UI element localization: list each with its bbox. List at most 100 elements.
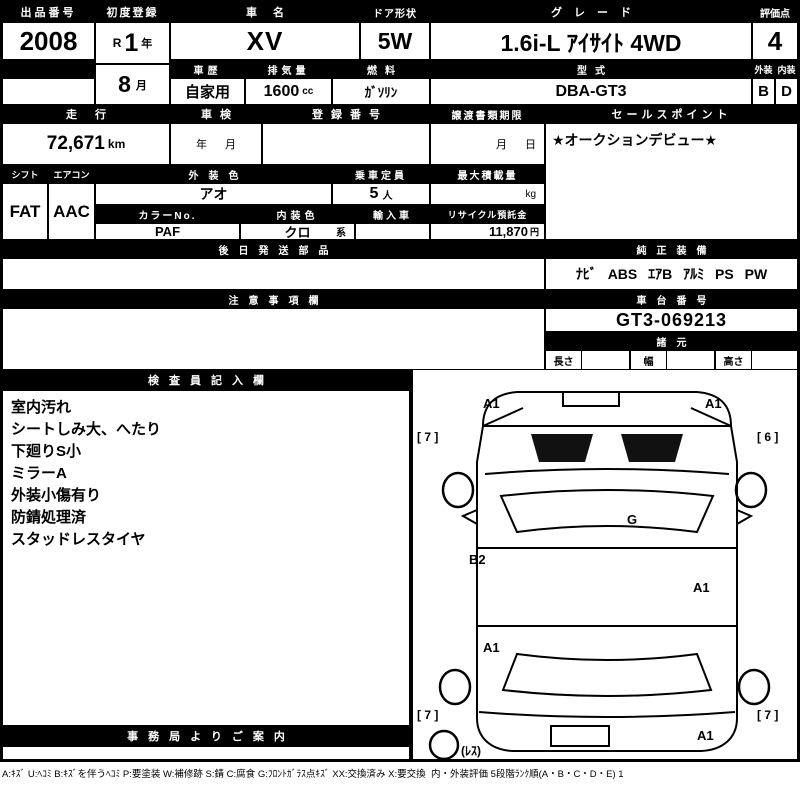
rear-right-wheel-icon <box>737 668 771 706</box>
spec-width: 幅 <box>630 350 715 370</box>
kei-suffix: 系 <box>336 228 346 239</box>
genuine-equipment-header: 純正装備 <box>545 240 798 258</box>
model-code-value: DBA-GT3 <box>430 78 752 105</box>
recycle-deposit-value: 11,870 円 <box>430 223 545 240</box>
exterior-color-header: 外装色 <box>95 165 332 183</box>
cc-unit: cc <box>302 86 314 97</box>
max-load-header: 最大積載量 <box>430 165 545 183</box>
history-header: 車歴 <box>170 60 245 78</box>
mileage-number: 72,671 <box>46 133 105 154</box>
spec-length: 長さ <box>545 350 630 370</box>
month-label: 月 <box>496 139 507 151</box>
car-body-outline <box>476 391 738 752</box>
door-shape-value: 5W <box>360 22 430 60</box>
interior-color-name: クロ <box>284 225 311 240</box>
first-registration-year: R 1 年 <box>95 22 170 64</box>
spec-width-label: 幅 <box>631 351 667 369</box>
import-car-value <box>355 223 430 240</box>
note-line: スタッドレスタイヤ <box>11 531 146 548</box>
shift-header: シフト <box>2 165 48 183</box>
km-unit: km <box>107 137 126 151</box>
max-load-value: kg <box>430 183 545 205</box>
capacity-value: 5 人 <box>332 183 430 205</box>
headlight-lines <box>482 407 732 427</box>
model-code-header: 型式 <box>430 60 752 78</box>
later-parts-header: 後日発送部品 <box>2 240 545 258</box>
hood-vent-right <box>621 434 683 462</box>
note-line: 下廻りS小 <box>11 443 82 460</box>
panel-mark: [ 7 ] <box>757 708 779 722</box>
person-unit: 人 <box>382 190 393 202</box>
mileage-header: 走行 <box>2 105 170 123</box>
front-left-wheel-icon <box>441 471 475 509</box>
caution-header: 注意事項欄 <box>2 290 545 308</box>
reg-month-value: 8 <box>118 71 131 97</box>
spec-height: 高さ <box>715 350 798 370</box>
panel-mark: [ 7 ] <box>417 708 439 722</box>
spec-length-label: 長さ <box>546 351 582 369</box>
car-name-header: 車名 <box>170 2 360 22</box>
grade-header: グレード <box>430 2 752 22</box>
note-line: 室内汚れ <box>11 399 72 416</box>
lot-number-value: 2008 <box>2 22 95 60</box>
later-parts-value <box>2 258 545 290</box>
grade-value: 1.6i-L ｱｲｻｲﾄ 4WD <box>430 22 752 60</box>
front-plate <box>562 391 620 407</box>
interior-grade-header: 内装 <box>775 60 798 78</box>
aircon-header: エアコン <box>48 165 95 183</box>
office-info-value <box>2 746 410 760</box>
door-lines <box>477 547 737 627</box>
sales-point-header: セールスポイント <box>545 105 798 123</box>
era-code: R <box>112 36 122 50</box>
interior-color-value: クロ 系 <box>240 223 355 240</box>
hood-vent-left <box>531 434 593 462</box>
sales-point-value: ★オークションデビュー★ <box>545 123 798 240</box>
car-name-value: XV <box>170 22 360 60</box>
note-line: シートしみ大、へたり <box>11 421 162 438</box>
lot-number-header: 出品番号 <box>2 2 95 22</box>
year-suffix: 年 <box>141 38 153 50</box>
yen-unit: 円 <box>529 227 539 237</box>
shift-value: FAT <box>2 183 48 240</box>
displacement-number: 1600 <box>263 82 300 100</box>
rear-window <box>501 652 713 697</box>
office-info-header: 事務局よりご案内 <box>2 726 410 746</box>
capacity-number: 5 <box>369 185 379 202</box>
rear-plate <box>550 725 610 747</box>
import-car-header: 輸入車 <box>355 205 430 223</box>
month-suffix: 月 <box>135 79 147 92</box>
glass-mark: G <box>627 512 638 527</box>
displacement-header: 排気量 <box>245 60 332 78</box>
first-registration-header: 初度登録 <box>95 2 170 22</box>
fuel-header: 燃料 <box>332 60 430 78</box>
recycle-deposit-header: リサイクル預託金 <box>430 205 545 223</box>
transfer-deadline-value: 月 日 <box>430 123 545 165</box>
damage-mark: A1 <box>693 580 710 595</box>
interior-color-header: 内装色 <box>240 205 355 223</box>
history-value: 自家用 <box>170 78 245 105</box>
side-mirrors <box>460 509 754 525</box>
exterior-grade-value: B <box>752 78 775 105</box>
inspector-notes: 室内汚れ シートしみ大、へたり 下廻りS小 ミラーA 外装小傷有り 防錆処理済 … <box>2 390 410 726</box>
note-line: 防錆処理済 <box>11 509 87 526</box>
blank-black-header <box>2 60 95 78</box>
damage-mark: A1 <box>483 396 500 411</box>
specs-header: 諸元 <box>545 332 798 350</box>
windshield <box>499 489 715 534</box>
transfer-deadline-header: 譲渡書類期限 <box>430 105 545 123</box>
legend: A:ｷｽﾞ U:ﾍｺﾐ B:ｷｽﾞを伴うﾍｺﾐ P:要塗装 W:補修跡 S:錆 … <box>2 769 624 780</box>
caution-value <box>2 308 545 370</box>
note-line: 外装小傷有り <box>11 487 102 504</box>
panel-mark: [ 6 ] <box>757 430 779 444</box>
spare-tire-icon <box>428 729 460 761</box>
spec-height-label: 高さ <box>716 351 752 369</box>
door-shape-header: ドア形状 <box>360 2 430 22</box>
exterior-grade-header: 外装 <box>752 60 775 78</box>
damage-mark: A1 <box>483 640 500 655</box>
first-registration-month: 8 月 <box>95 64 170 105</box>
car-top-view-drawing <box>428 391 771 761</box>
car-diagram: A1 A1 [ 7 ] [ 6 ] G B2 A1 A1 [ 7 ] [ 7 ]… <box>410 370 798 762</box>
month-label: 月 <box>225 139 236 151</box>
aircon-value: AAC <box>48 183 95 240</box>
color-no-header: カラーNo. <box>95 205 240 223</box>
